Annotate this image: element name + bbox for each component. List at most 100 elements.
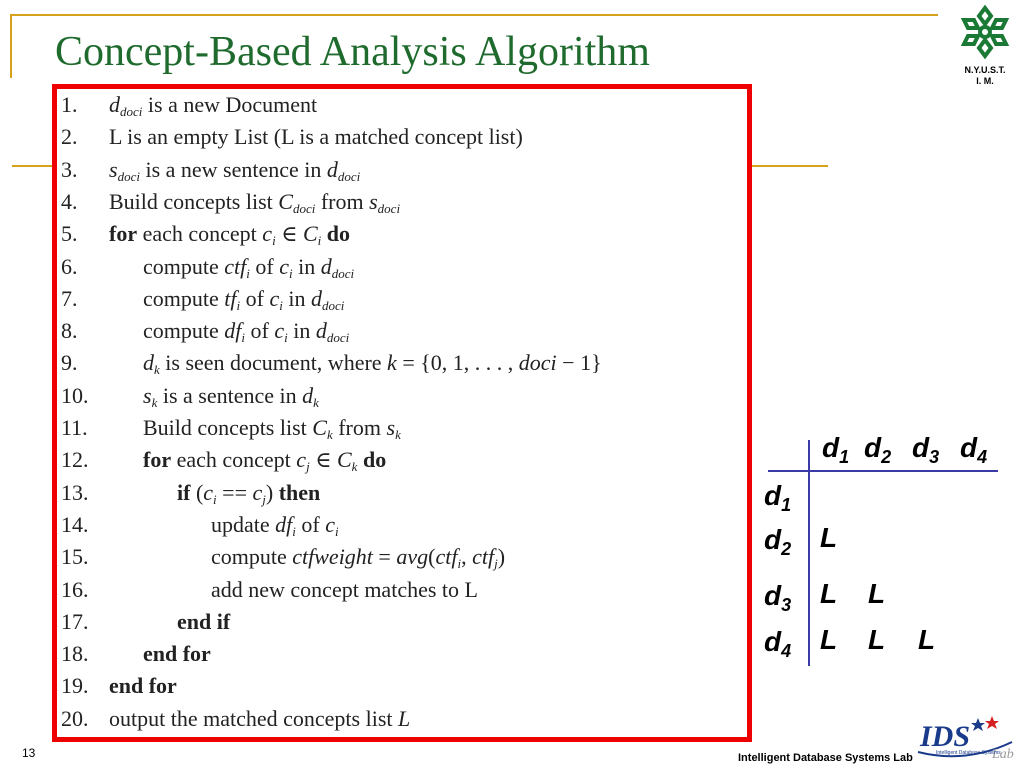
line-fragment: for — [143, 447, 172, 473]
line-number: 16. — [61, 576, 89, 602]
line-fragment: i — [335, 523, 339, 539]
matrix-vertical-rule — [808, 440, 810, 666]
line-fragment: k — [313, 394, 319, 410]
matrix-cell: L — [868, 624, 886, 655]
line-text: dk is seen document, where k = {0, 1, . … — [109, 350, 602, 377]
line-fragment: of — [249, 253, 280, 279]
algorithm-line: 17.end if — [61, 609, 230, 635]
line-fragment: of — [245, 318, 275, 344]
line-fragment: d — [310, 285, 322, 311]
ids-logo-text: IDS — [919, 720, 970, 753]
line-text: update dfi of ci — [109, 512, 339, 539]
matrix-row-header: d4 — [764, 626, 791, 662]
decor-dash-left — [12, 165, 54, 167]
line-fragment: C — [278, 188, 293, 214]
line-fragment: from — [315, 188, 370, 214]
algorithm-line: 18.end for — [61, 641, 211, 667]
line-fragment: i — [284, 330, 288, 346]
line-fragment: Build concepts list — [143, 415, 313, 440]
algorithm-line: 7.compute tfi of ci in ddoci — [61, 286, 344, 319]
line-fragment: in — [292, 253, 321, 279]
line-fragment: d — [320, 253, 332, 279]
line-number: 15. — [61, 544, 89, 570]
line-fragment: is seen document, where — [159, 350, 388, 376]
university-logo: N.Y.U.S.T. I. M. — [955, 4, 1015, 87]
line-fragment: c — [262, 221, 273, 247]
line-fragment: tf — [224, 285, 237, 311]
line-fragment: avg — [396, 544, 429, 570]
ids-lab-logo: IDS Lab Intelligent Database Systems — [917, 716, 1014, 762]
matrix-col-header: d2 — [864, 432, 891, 468]
line-fragment: s — [143, 382, 152, 408]
line-fragment: s — [386, 415, 396, 440]
line-fragment: − 1} — [556, 350, 602, 376]
line-fragment: ) — [497, 544, 506, 570]
algorithm-line: 8.compute dfi of ci in ddoci — [61, 318, 349, 351]
line-fragment: compute — [143, 318, 225, 344]
line-fragment: s — [109, 156, 118, 182]
matrix-col-header-sub: 3 — [929, 447, 940, 467]
matrix-col-header-sub: 2 — [881, 447, 892, 467]
star-icon — [985, 716, 999, 729]
line-text: end for — [109, 673, 177, 698]
line-text: L is an empty List (L is a matched conce… — [109, 124, 523, 149]
line-fragment: ( — [190, 479, 204, 505]
matrix-row-header-base: d — [764, 524, 782, 555]
matrix-row-header-base: d — [764, 626, 782, 657]
line-number: 6. — [61, 253, 78, 279]
line-fragment: k — [351, 459, 358, 475]
line-number: 13. — [61, 479, 89, 505]
line-number: 2. — [61, 124, 78, 150]
line-fragment: from — [332, 415, 387, 440]
line-fragment: doci — [117, 168, 140, 184]
line-fragment: d — [109, 92, 120, 117]
line-fragment: if — [177, 479, 191, 505]
line-fragment: i — [213, 491, 217, 507]
line-fragment: Build concepts list — [109, 188, 279, 214]
matrix-cell: L — [820, 624, 838, 655]
line-number: 9. — [61, 350, 78, 376]
line-fragment: in — [287, 318, 316, 344]
line-fragment: k — [387, 350, 397, 376]
algorithm-line: 3.sdoci is a new sentence in ddoci — [61, 157, 360, 190]
matrix-col-header: d3 — [912, 432, 939, 468]
line-fragment: then — [278, 479, 321, 505]
line-fragment: doci — [292, 200, 316, 216]
line-fragment: output the matched concepts list — [109, 705, 398, 731]
line-fragment: d — [315, 318, 327, 344]
line-fragment: i — [288, 265, 293, 281]
ids-logo-lab: Lab — [991, 747, 1014, 762]
line-fragment: i — [457, 556, 462, 572]
line-fragment: i — [272, 233, 276, 249]
line-fragment: end for — [109, 673, 177, 699]
algorithm-line: 12.for each concept cj ∈ Ck do — [61, 447, 386, 480]
line-fragment: k — [326, 427, 333, 442]
line-fragment: d — [302, 382, 314, 408]
line-number: 11. — [61, 415, 88, 440]
matrix-row-header: d2 — [764, 524, 791, 560]
line-fragment: C — [336, 447, 352, 473]
line-fragment: = {0, 1, . . . , — [396, 350, 519, 376]
matrix-col-header-sub: 4 — [977, 447, 988, 467]
line-text: ddoci is a new Document — [109, 92, 317, 119]
line-fragment: c — [296, 447, 307, 473]
matrix-col-header-base: d — [912, 432, 930, 463]
line-fragment: , — [461, 544, 473, 570]
line-fragment: j — [262, 491, 266, 507]
line-fragment: L — [398, 705, 411, 731]
line-fragment: compute — [211, 544, 293, 570]
line-fragment: ∈ — [309, 447, 337, 473]
snowflake-icon — [960, 4, 1010, 60]
line-number: 8. — [61, 318, 78, 344]
matrix-row-header-base: d — [764, 480, 782, 511]
matrix-row-header-base: d — [764, 580, 782, 611]
algorithm-line: 10.sk is a sentence in dk — [61, 383, 319, 416]
matrix-col-header: d4 — [960, 432, 987, 468]
algorithm-line: 15.compute ctfweight = avg(ctfi, ctfj) — [61, 544, 505, 577]
matrix-col-header-base: d — [960, 432, 978, 463]
line-fragment: s — [369, 188, 378, 214]
line-fragment: add new concept matches to L — [211, 576, 478, 602]
algorithm-line: 20.output the matched concepts list L — [61, 706, 410, 732]
line-fragment: C — [302, 221, 318, 247]
